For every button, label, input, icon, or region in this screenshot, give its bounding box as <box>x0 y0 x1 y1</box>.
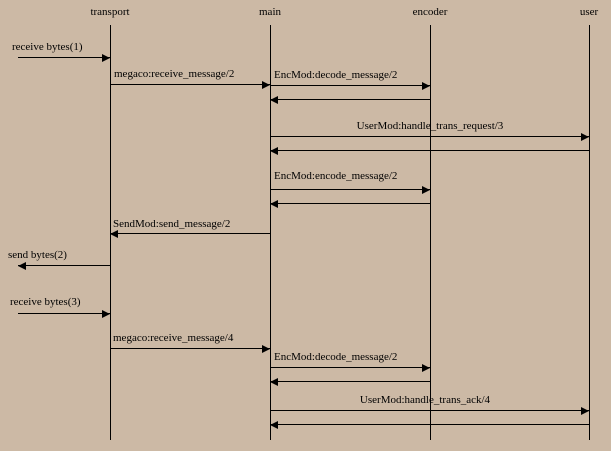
arrow-head-left-icon <box>270 421 278 429</box>
message-label: receive bytes(3) <box>10 296 81 308</box>
message-line <box>270 203 430 204</box>
arrow-head-left-icon <box>270 200 278 208</box>
message-line <box>270 189 430 190</box>
arrow-head-left-icon <box>270 147 278 155</box>
message-line <box>270 150 589 151</box>
lifeline-user <box>589 25 590 440</box>
message-line <box>110 233 270 234</box>
lifeline-main <box>270 25 271 440</box>
message-label: SendMod:send_message/2 <box>113 218 231 230</box>
lifeline-label-user: user <box>579 6 599 18</box>
message-label: megaco:receive_message/4 <box>113 332 234 344</box>
arrow-head-right-icon <box>262 345 270 353</box>
lifeline-label-transport: transport <box>90 6 130 18</box>
arrow-head-right-icon <box>102 310 110 318</box>
message-label: megaco:receive_message/2 <box>114 68 235 80</box>
arrow-head-right-icon <box>581 407 589 415</box>
arrow-head-left-icon <box>110 230 118 238</box>
message-line <box>270 85 430 86</box>
arrow-head-right-icon <box>581 133 589 141</box>
message-label: EncMod:decode_message/2 <box>274 69 398 81</box>
message-line <box>270 136 589 137</box>
message-label: EncMod:encode_message/2 <box>274 170 398 182</box>
arrow-head-right-icon <box>422 186 430 194</box>
lifeline-encoder <box>430 25 431 440</box>
arrow-head-left-icon <box>18 262 26 270</box>
message-label: send bytes(2) <box>8 249 67 261</box>
arrow-head-right-icon <box>262 81 270 89</box>
message-line <box>110 84 270 85</box>
arrow-head-left-icon <box>270 378 278 386</box>
arrow-head-right-icon <box>422 364 430 372</box>
message-label: EncMod:decode_message/2 <box>274 351 398 363</box>
arrow-head-right-icon <box>422 82 430 90</box>
arrow-head-left-icon <box>270 96 278 104</box>
message-line <box>270 99 430 100</box>
message-line <box>270 367 430 368</box>
message-line <box>18 265 110 266</box>
message-label: receive bytes(1) <box>12 41 83 53</box>
message-line <box>270 381 430 382</box>
message-line <box>18 313 110 314</box>
message-line <box>110 348 270 349</box>
arrow-head-right-icon <box>102 54 110 62</box>
message-line <box>18 57 110 58</box>
message-line <box>270 410 589 411</box>
message-label: UserMod:handle_trans_ack/4 <box>359 394 491 406</box>
message-line <box>270 424 589 425</box>
message-label: UserMod:handle_trans_request/3 <box>356 120 504 132</box>
lifeline-label-encoder: encoder <box>412 6 448 18</box>
lifeline-label-main: main <box>259 6 281 18</box>
